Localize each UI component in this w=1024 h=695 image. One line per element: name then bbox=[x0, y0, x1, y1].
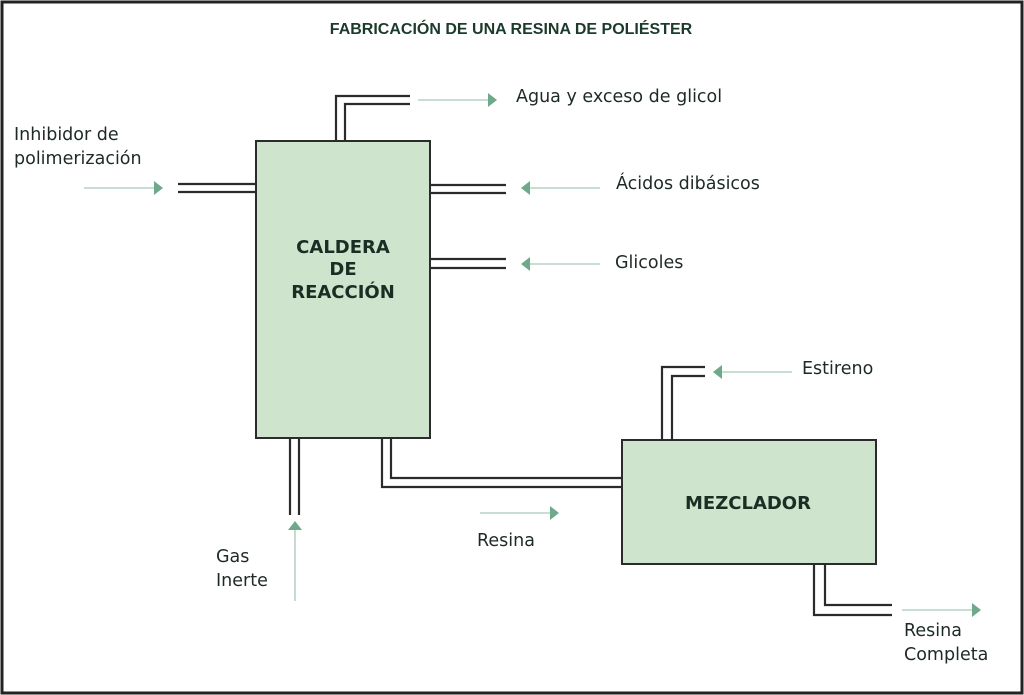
caldera-label-line-2: DE bbox=[329, 259, 356, 280]
arrow-inhibidor-head bbox=[154, 181, 163, 195]
caldera-label-line-1: CALDERA bbox=[296, 237, 390, 258]
label-inhibidor-line-2: polimerización bbox=[14, 149, 142, 169]
label-resina-completa-line-2: Completa bbox=[904, 645, 988, 665]
mezclador-box bbox=[621, 439, 877, 565]
diagram-title: FABRICACIÓN DE UNA RESINA DE POLIÉSTER bbox=[330, 19, 693, 38]
arrow-resina-head bbox=[550, 506, 559, 520]
pipe-resina-completa-outer bbox=[812, 564, 892, 617]
label-gas-line-2: Inerte bbox=[216, 571, 268, 591]
pipe-estireno-outer bbox=[660, 365, 705, 440]
label-resina: Resina bbox=[477, 531, 535, 551]
label-resina-completa-line-1: Resina bbox=[904, 621, 962, 641]
pipe-resina-completa-inner bbox=[823, 564, 892, 607]
label-gas-line-1: Gas bbox=[216, 547, 249, 567]
pipe-resina-outer bbox=[380, 438, 622, 489]
label-glicoles: Glicoles bbox=[615, 253, 683, 273]
caldera-de-reaccion-box bbox=[255, 140, 431, 439]
pipes bbox=[178, 94, 892, 617]
pipe-estireno-inner bbox=[670, 374, 705, 440]
mezclador-label: MEZCLADOR bbox=[685, 493, 811, 514]
label-agua: Agua y exceso de glicol bbox=[516, 87, 722, 107]
arrow-agua-head bbox=[488, 93, 497, 107]
pipe-agua-outer bbox=[334, 94, 410, 141]
arrow-glicoles-head bbox=[521, 257, 530, 271]
label-inhibidor-line-1: Inhibidor de bbox=[14, 125, 119, 145]
caldera-label-line-3: REACCIÓN bbox=[291, 281, 395, 303]
label-estireno: Estireno bbox=[802, 359, 873, 379]
arrow-resina-completa-head bbox=[972, 603, 981, 617]
flow-arrows bbox=[84, 93, 981, 617]
arrow-gas-head bbox=[288, 521, 302, 530]
pipe-resina-inner bbox=[389, 438, 622, 480]
arrow-estireno-head bbox=[713, 365, 722, 379]
pipe-agua-inner bbox=[343, 102, 410, 141]
arrow-acidos-head bbox=[521, 181, 530, 195]
label-acidos: Ácidos dibásicos bbox=[616, 172, 760, 194]
